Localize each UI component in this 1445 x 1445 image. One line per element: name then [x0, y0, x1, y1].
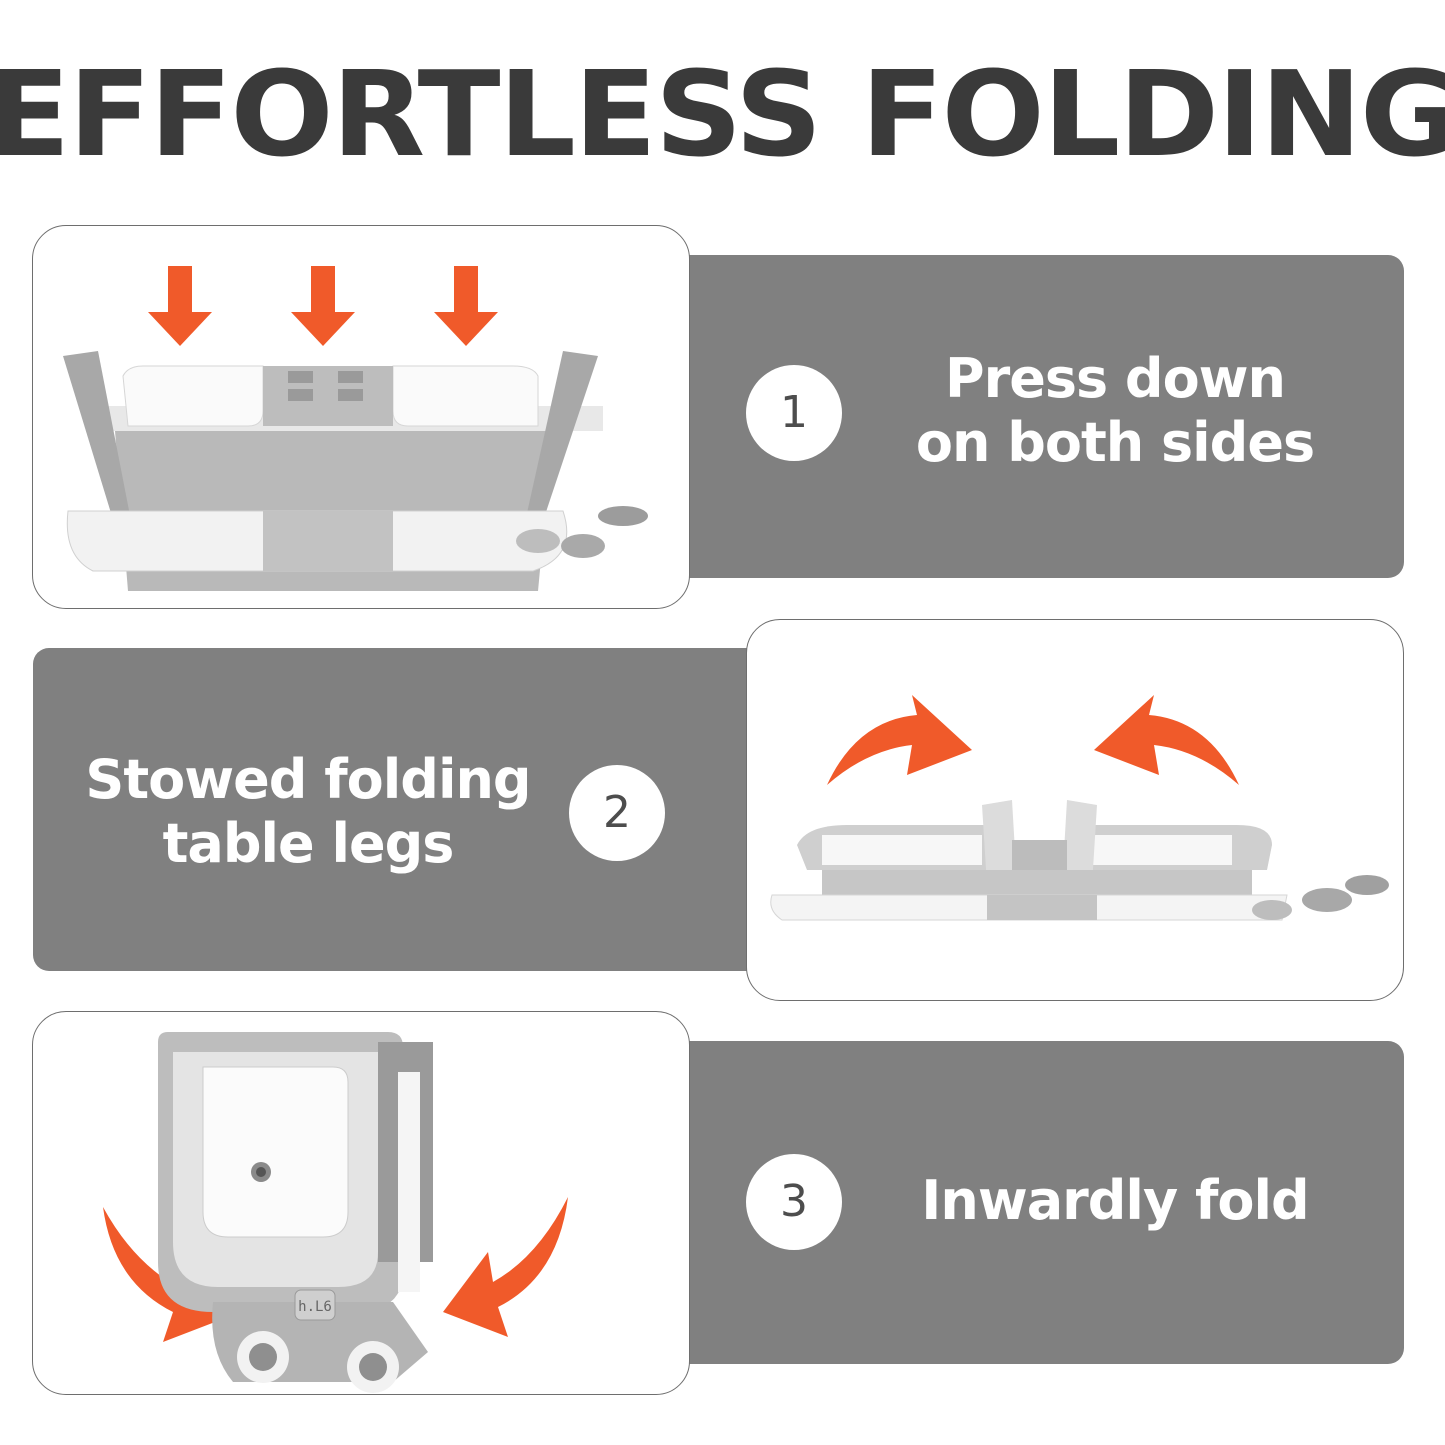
bathtub-open-illustration — [63, 266, 648, 591]
bathtub-collapsed-illustration — [770, 695, 1389, 921]
step-3-image-card: h.L6 — [32, 1011, 690, 1395]
step-2-label: Stowed folding table legs — [85, 748, 531, 875]
step-1-band: 1 Press down on both sides — [660, 255, 1404, 578]
bathtub-folded-illustration: h.L6 — [103, 1032, 568, 1393]
step-1-image-card — [32, 225, 690, 609]
step-2-image-card — [746, 619, 1404, 1001]
curved-arrow-icon — [827, 695, 1239, 785]
step-3-number-badge: 3 — [746, 1154, 842, 1250]
down-arrow-icon — [148, 266, 498, 346]
step-1-label: Press down on both sides — [915, 347, 1315, 474]
page-title: EFFORTLESS FOLDING — [0, 45, 1445, 183]
thermometer-display: h.L6 — [298, 1299, 332, 1315]
step-2-number-badge: 2 — [569, 765, 665, 861]
step-3-band: 3 Inwardly fold — [660, 1041, 1404, 1364]
step-1-number-badge: 1 — [746, 365, 842, 461]
step-2-band: Stowed folding table legs 2 — [33, 648, 777, 971]
step-3-label: Inwardly fold — [921, 1169, 1309, 1232]
